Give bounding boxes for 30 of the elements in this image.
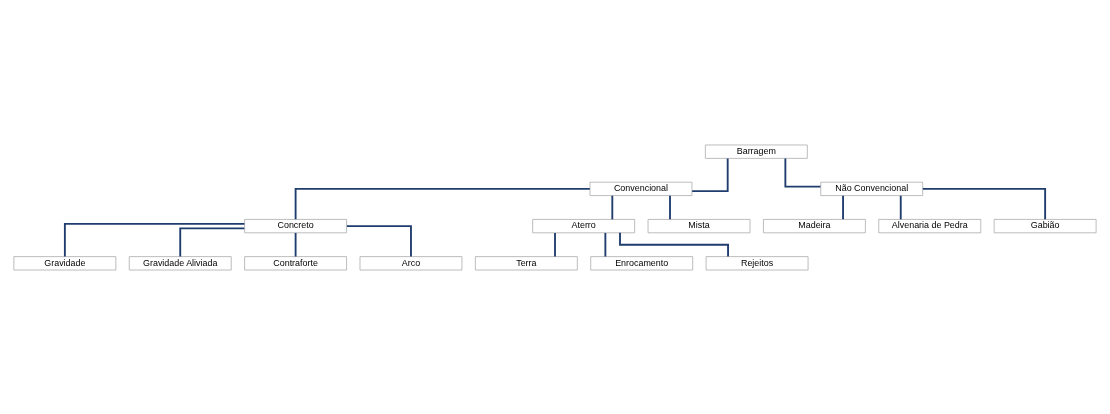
node-box: Não Convencional (820, 181, 924, 196)
node-box: Contraforte (244, 255, 347, 270)
connector (784, 157, 822, 188)
node-box: Mista (647, 218, 751, 233)
node-box: Rejeitos (705, 255, 809, 270)
connector (554, 231, 556, 257)
connector (294, 231, 297, 257)
connector (669, 194, 671, 220)
node-box: Gravidade (13, 255, 117, 270)
connector (611, 194, 614, 220)
node-box: Arco (359, 255, 463, 270)
connector (294, 187, 591, 220)
connector (899, 194, 902, 220)
node-box: Barragem (705, 144, 808, 159)
node-box: Convencional (589, 181, 693, 196)
connector (345, 224, 412, 257)
node-box: Madeira (763, 218, 866, 233)
connector (842, 194, 844, 220)
connector (921, 187, 1047, 220)
node-box: Terra (475, 255, 578, 270)
node-box: Alvenaria de Pedra (878, 218, 982, 233)
connector (604, 231, 607, 257)
node-box: Gravidade Aliviada (128, 255, 232, 270)
connector (63, 222, 246, 257)
node-box: Gabião (993, 218, 1097, 233)
node-box: Enrocamento (590, 255, 694, 270)
connector (691, 157, 729, 192)
connector (179, 226, 246, 257)
node-box: Concreto (244, 218, 347, 233)
node-box: Aterro (532, 218, 635, 233)
